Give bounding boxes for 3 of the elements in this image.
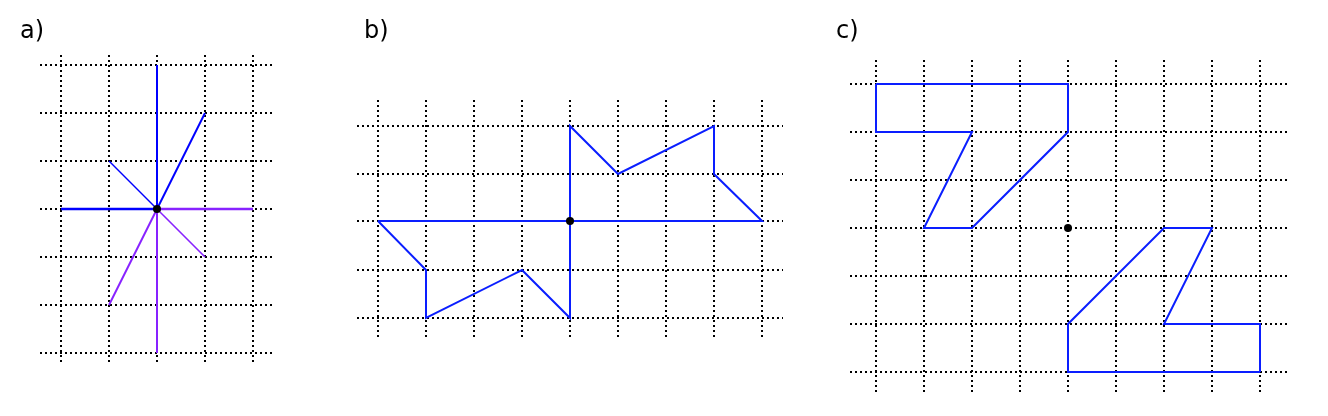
panel-label: b) (364, 18, 389, 42)
panel-label: c) (836, 18, 859, 42)
panel-label: a) (20, 18, 45, 42)
